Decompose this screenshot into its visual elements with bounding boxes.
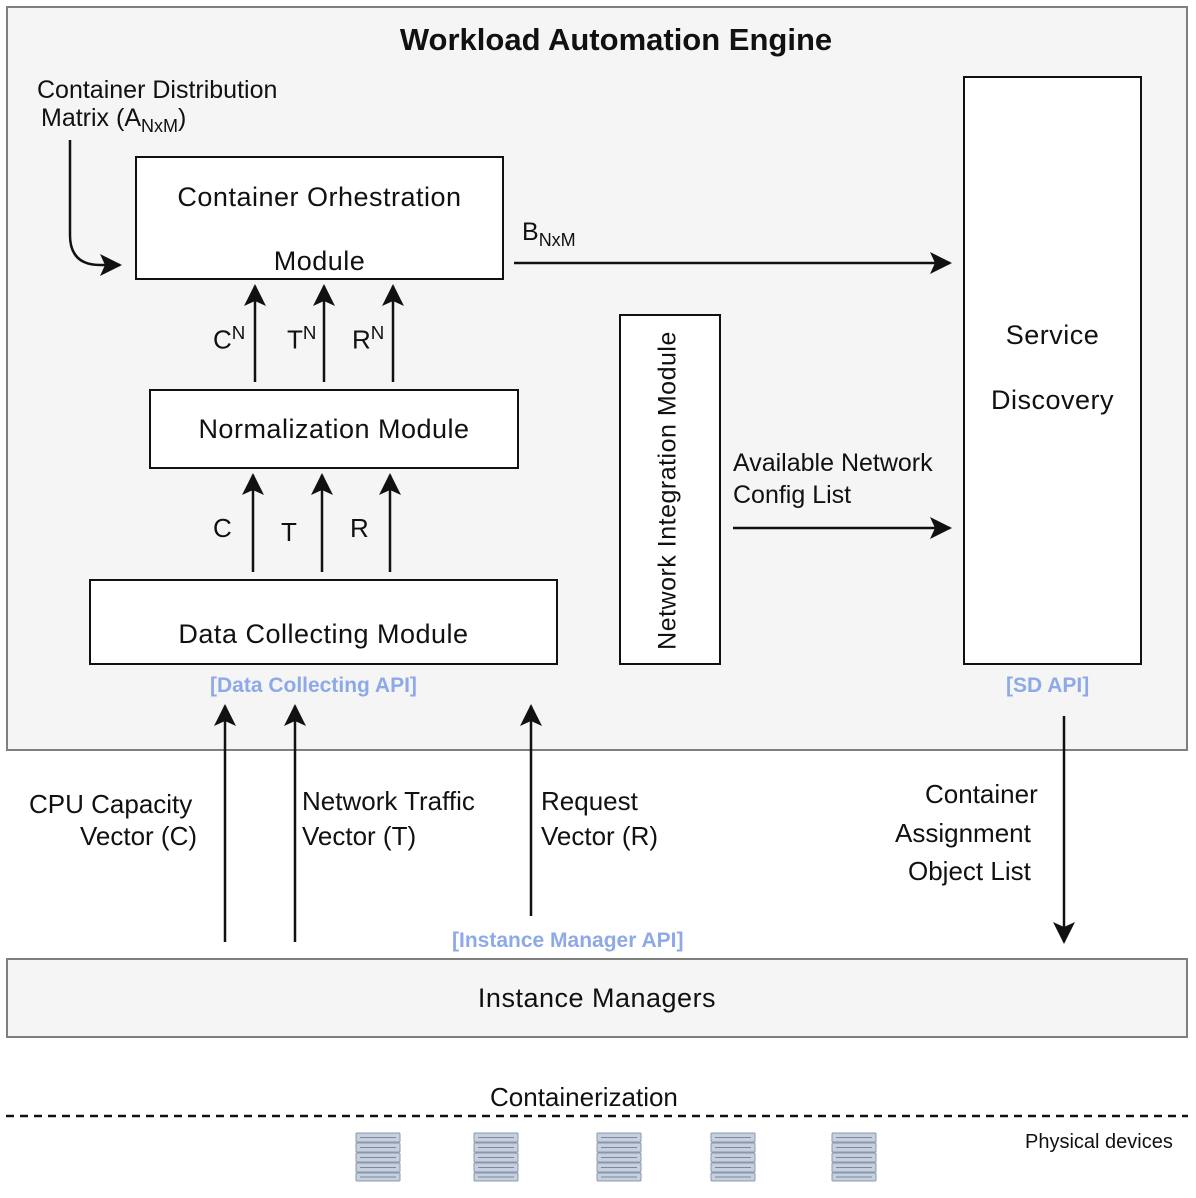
instance-managers-panel: Instance Managers: [6, 958, 1188, 1038]
request-vector-label-line1: Request: [541, 786, 638, 816]
service-discovery-label-line1: Service: [1005, 320, 1100, 350]
server-rack-icon: [596, 1132, 642, 1182]
cpu-vector-label-line2: Vector (C): [80, 821, 198, 851]
tn-label: TN: [287, 322, 317, 355]
container-orchestration-module: Container Orhestration Module: [135, 156, 504, 280]
cpu-vector-label-line1: CPU Capacity: [29, 789, 193, 819]
assignment-label-line1: Container: [925, 779, 1038, 809]
network-config-label-line1: Available Network: [733, 449, 933, 477]
data-collecting-api-label: [Data Collecting API]: [210, 674, 417, 697]
engine-title: Workload Automation Engine: [399, 22, 833, 57]
traffic-vector-label-line2: Vector (T): [302, 821, 417, 851]
normalization-label: Normalization Module: [198, 413, 470, 444]
server-rack-icon: [473, 1132, 519, 1182]
network-integration-module: Network Integration Module: [619, 314, 721, 665]
network-config-label-line2: Config List: [733, 481, 852, 509]
r-label: R: [350, 513, 369, 543]
request-vector-label-line2: Vector (R): [541, 821, 659, 851]
normalization-module: Normalization Module: [149, 389, 519, 469]
traffic-vector-label-line1: Network Traffic: [302, 786, 475, 816]
network-integration-label: Network Integration Module: [653, 331, 682, 650]
data-collecting-label: Data Collecting Module: [178, 619, 469, 649]
instance-managers-label: Instance Managers: [477, 982, 717, 1013]
service-discovery-label-line2: Discovery: [990, 385, 1115, 415]
physical-devices-label: Physical devices: [1025, 1131, 1173, 1153]
orchestration-label-line2: Module: [273, 246, 366, 276]
service-discovery-module: Service Discovery: [963, 76, 1142, 665]
server-rack-icon: [831, 1132, 877, 1182]
input-matrix-label-line1: Container Distribution: [37, 76, 278, 104]
input-matrix-label-line2: Matrix (ANxM): [41, 104, 187, 136]
t-label: T: [281, 517, 297, 547]
rn-label: RN: [352, 322, 385, 355]
cn-label: CN: [213, 322, 246, 355]
data-collecting-module: Data Collecting Module: [89, 579, 558, 665]
assignment-label-line2: Assignment: [895, 818, 1031, 848]
instance-manager-api-label: [Instance Manager API]: [452, 929, 684, 952]
b-matrix-label: BNxM: [522, 218, 576, 250]
c-label: C: [213, 513, 232, 543]
orchestration-label-line1: Container Orhestration: [177, 182, 462, 212]
containerization-label: Containerization: [490, 1082, 678, 1112]
assignment-label-line3: Object List: [908, 856, 1031, 886]
server-rack-icon: [710, 1132, 756, 1182]
sd-api-label: [SD API]: [1006, 674, 1090, 697]
server-rack-icon: [355, 1132, 401, 1182]
